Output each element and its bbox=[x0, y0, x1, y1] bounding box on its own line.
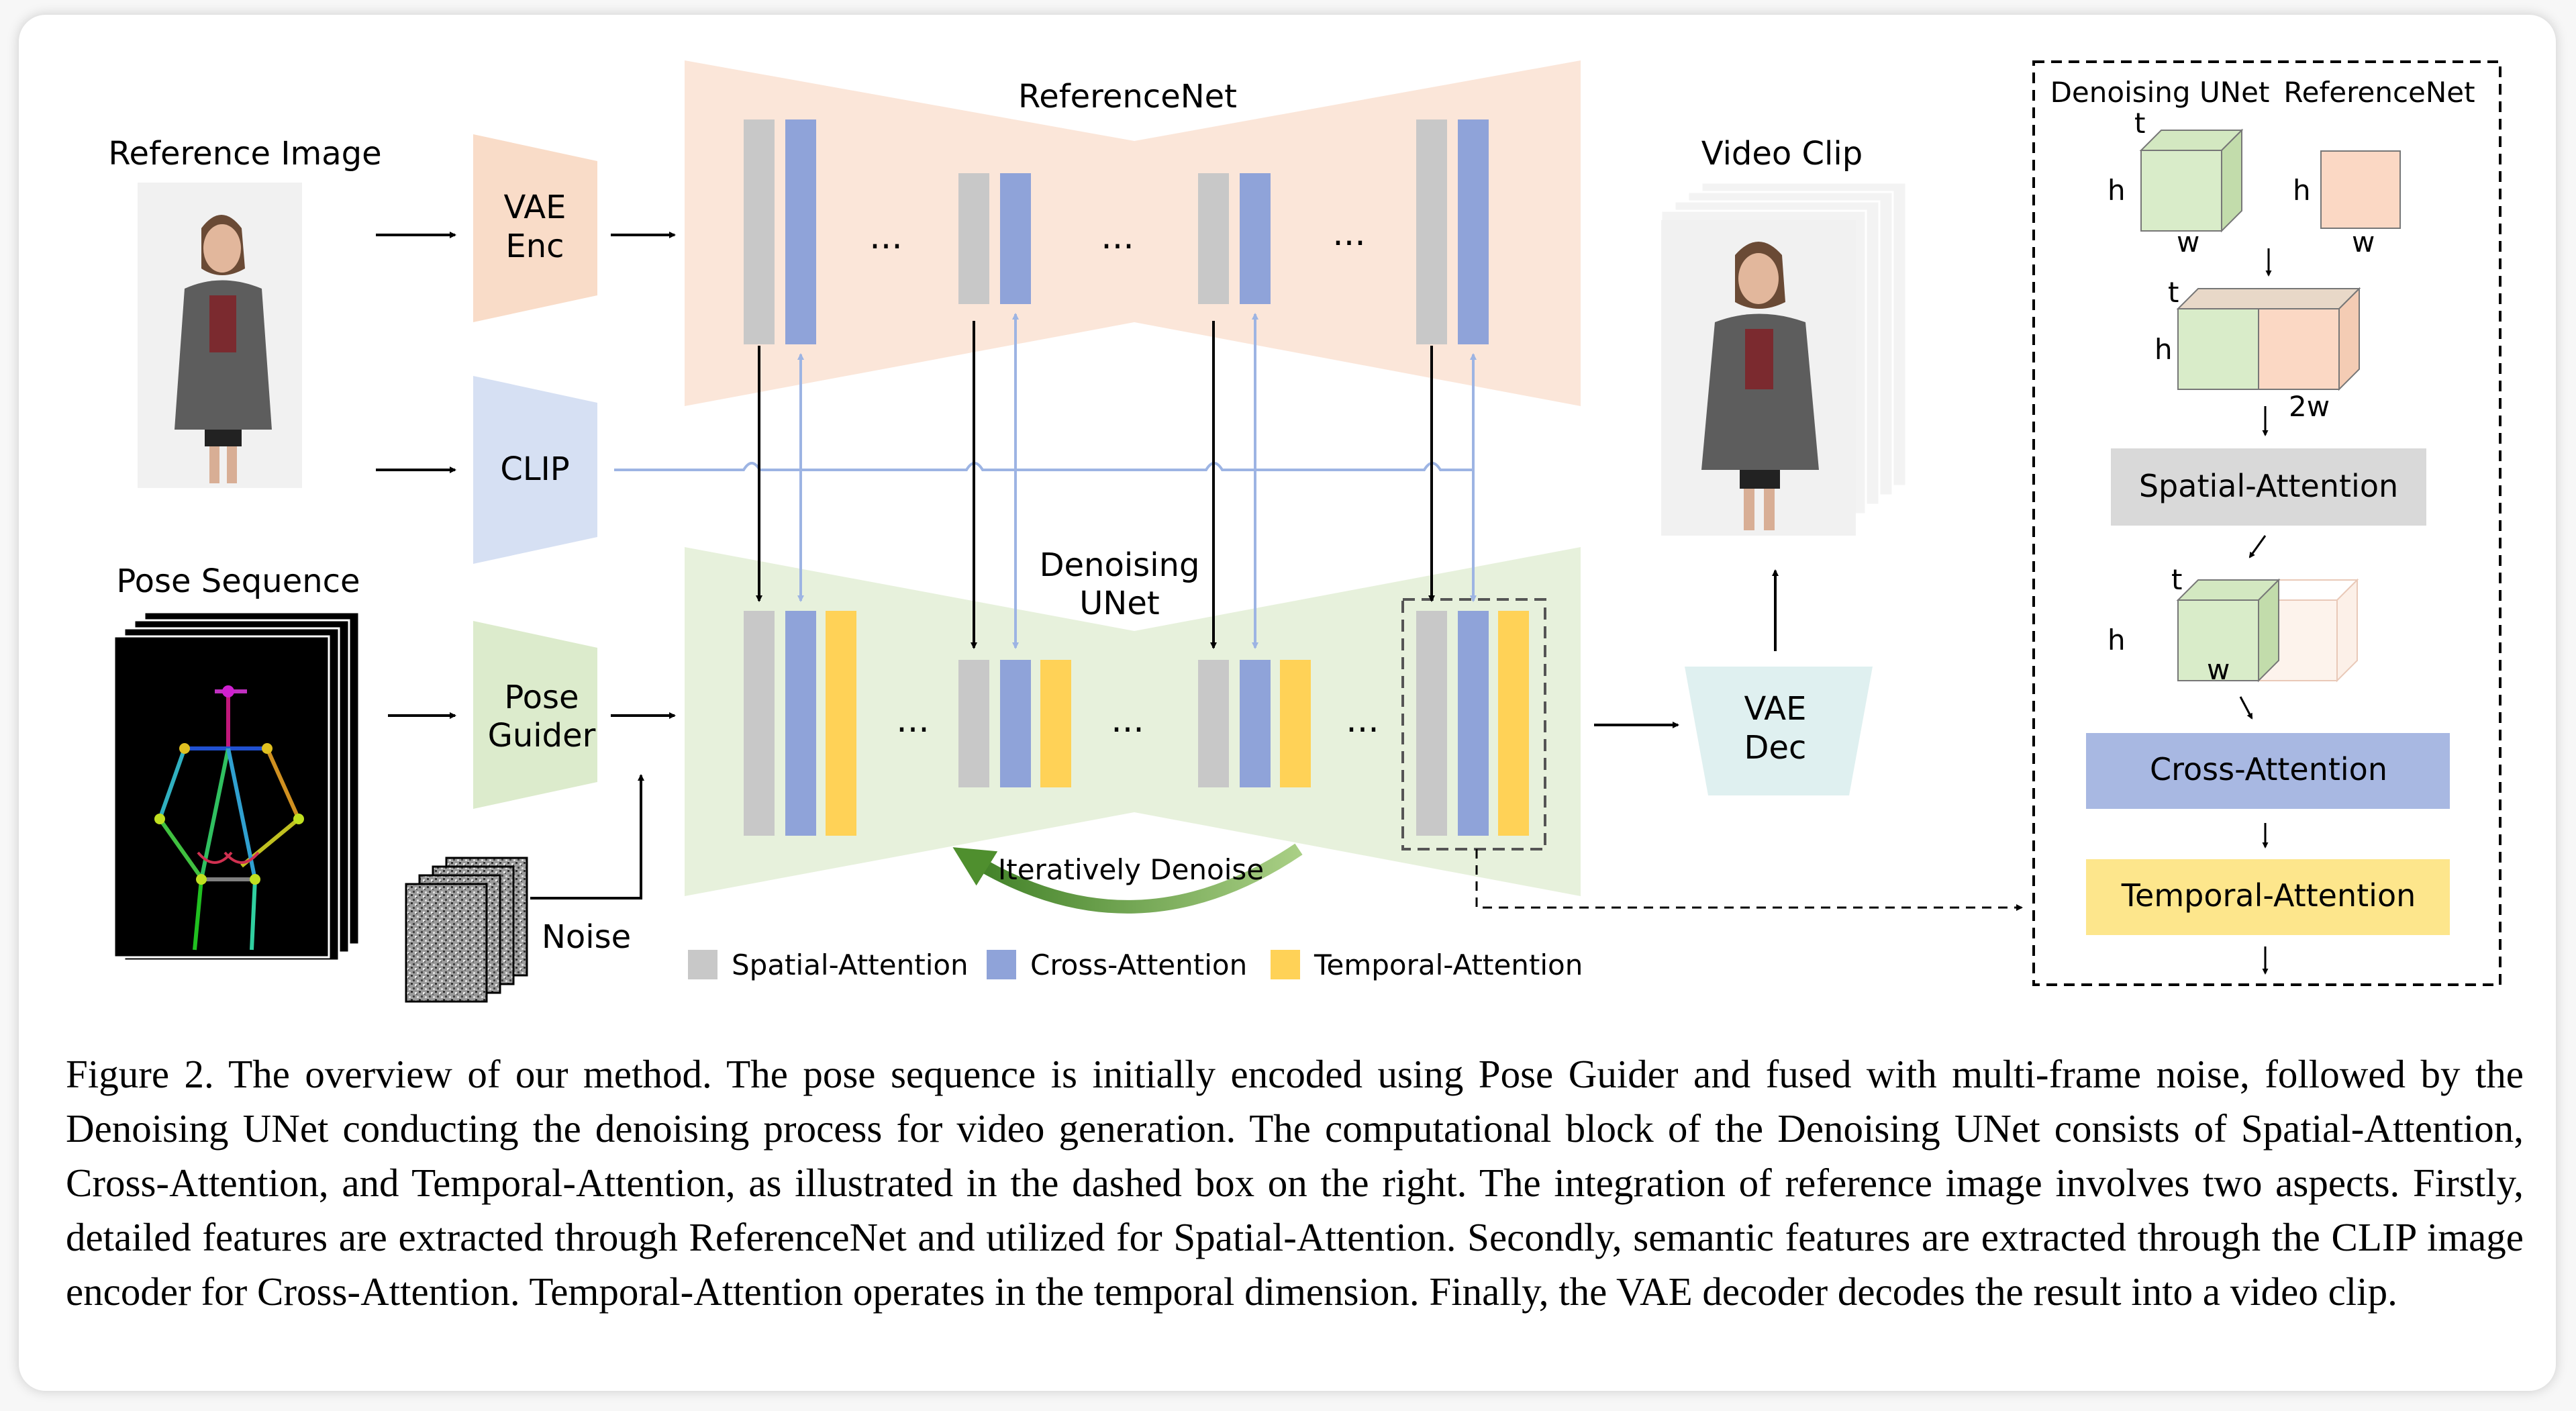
ellipsis: ... bbox=[896, 700, 930, 740]
inset-panel bbox=[2032, 60, 2501, 986]
unet-block bbox=[958, 660, 1071, 787]
noise-stack bbox=[405, 857, 528, 1003]
denoising-label-2: UNet bbox=[1079, 585, 1159, 622]
highlight-dashed-block bbox=[1401, 598, 1546, 850]
ellipsis: ... bbox=[1346, 700, 1379, 740]
split-feature-cube bbox=[2176, 578, 2359, 683]
dashed-connector bbox=[1475, 849, 2023, 911]
ellipsis: ... bbox=[1332, 213, 1366, 254]
referencenet-block bbox=[958, 173, 1031, 304]
reference-image bbox=[138, 183, 302, 488]
split-h-label: h bbox=[2108, 624, 2126, 656]
referencenet-block bbox=[744, 119, 816, 344]
iterative-denoise-arrow bbox=[952, 843, 1303, 914]
svg-text:CLIP: CLIP bbox=[500, 450, 569, 488]
referencenet-block bbox=[1198, 173, 1271, 304]
square-h-label: h bbox=[2293, 174, 2311, 207]
noise-label: Noise bbox=[542, 918, 631, 956]
square-w-label: w bbox=[2352, 226, 2375, 258]
cube-h-label: h bbox=[2108, 174, 2126, 207]
reference-image-label: Reference Image bbox=[108, 135, 381, 173]
concatenated-feature-cube bbox=[2176, 287, 2361, 391]
concat-h-label: h bbox=[2154, 333, 2173, 366]
iteratively-denoise-label: Iteratively Denoise bbox=[998, 853, 1264, 886]
referencenet-block bbox=[1416, 119, 1489, 344]
vae-decoder: VAE Dec bbox=[1685, 667, 1873, 795]
pose-guider: Pose Guider bbox=[473, 621, 597, 809]
inset-cross-attention-label: Cross-Attention bbox=[2150, 751, 2387, 787]
legend-cross-label: Cross-Attention bbox=[1030, 948, 1247, 981]
svg-text:VAE: VAE bbox=[1744, 690, 1807, 728]
pose-sequence-frames bbox=[113, 611, 360, 962]
inset-arrow bbox=[2239, 696, 2253, 720]
cube-t-label: t bbox=[2134, 107, 2145, 140]
legend-spatial-label: Spatial-Attention bbox=[732, 948, 969, 981]
ellipsis: ... bbox=[1101, 217, 1134, 257]
video-clip-label: Video Clip bbox=[1701, 135, 1863, 173]
svg-text:Dec: Dec bbox=[1744, 729, 1807, 767]
cube-w-label: w bbox=[2177, 226, 2199, 258]
inset-temporal-attention-label: Temporal-Attention bbox=[2121, 877, 2416, 914]
concat-2w-label: 2w bbox=[2289, 390, 2330, 423]
unet-block bbox=[1416, 611, 1529, 836]
inset-spatial-attention-label: Spatial-Attention bbox=[2139, 468, 2398, 504]
arrow-noise-to-unet bbox=[530, 774, 644, 899]
inset-denoising-unet-label: Denoising UNet bbox=[2050, 76, 2270, 109]
clip-feature-line bbox=[614, 462, 1473, 471]
denoising-label-1: Denoising bbox=[1040, 546, 1200, 584]
denoising-feature-cube bbox=[2139, 128, 2244, 233]
legend-cross-swatch bbox=[987, 950, 1016, 979]
svg-text:Enc: Enc bbox=[505, 228, 564, 265]
svg-text:Pose: Pose bbox=[504, 679, 579, 716]
clip-encoder: CLIP bbox=[473, 376, 597, 564]
concat-t-label: t bbox=[2168, 276, 2179, 309]
clip-arrows bbox=[797, 313, 1477, 649]
legend-temporal-label: Temporal-Attention bbox=[1314, 948, 1583, 981]
reference-feature-square bbox=[2320, 150, 2401, 229]
unet-block bbox=[1198, 660, 1311, 787]
inset-referencenet-label: ReferenceNet bbox=[2283, 76, 2475, 109]
legend: Spatial-Attention Cross-Attention Tempor… bbox=[688, 948, 1583, 981]
referencenet-region bbox=[685, 60, 1581, 406]
pose-sequence-label: Pose Sequence bbox=[116, 563, 360, 600]
referencenet-label: ReferenceNet bbox=[1018, 78, 1237, 115]
svg-text:VAE: VAE bbox=[504, 189, 566, 226]
svg-text:Guider: Guider bbox=[488, 717, 596, 755]
legend-spatial-swatch bbox=[688, 950, 717, 979]
ellipsis: ... bbox=[869, 217, 903, 257]
unet-block bbox=[744, 611, 856, 836]
figure-caption: Figure 2. The overview of our method. Th… bbox=[66, 1052, 2524, 1314]
inset-temporal-attention-box bbox=[2086, 859, 2450, 935]
vae-encoder: VAE Enc bbox=[473, 134, 597, 322]
video-clip-frames bbox=[1660, 181, 1908, 536]
split-t-label: t bbox=[2171, 563, 2182, 596]
inset-arrow bbox=[2248, 535, 2267, 558]
ellipsis: ... bbox=[1111, 700, 1144, 740]
legend-temporal-swatch bbox=[1271, 950, 1300, 979]
inset-cross-attention-box bbox=[2086, 733, 2450, 809]
split-w-label: w bbox=[2207, 653, 2230, 686]
inset-spatial-attention-box bbox=[2111, 448, 2426, 526]
denoising-unet-region bbox=[685, 547, 1581, 896]
